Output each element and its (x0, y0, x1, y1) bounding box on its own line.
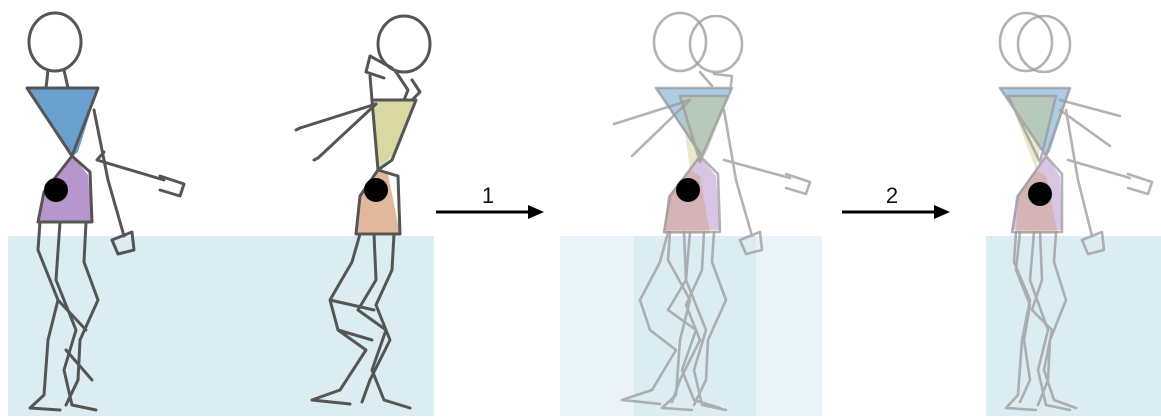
head-shape-front (654, 13, 706, 71)
step-arrow-1: 1 (436, 183, 544, 219)
center-of-gravity-dot (676, 178, 700, 202)
arrow-head (934, 205, 950, 219)
ground-plane-overlay-2 (986, 236, 1161, 416)
step-label: 1 (482, 183, 494, 208)
neck-line (46, 70, 68, 88)
arrow-head (528, 205, 544, 219)
arm-lines (1060, 100, 1152, 254)
head-shape-side (690, 16, 742, 72)
center-of-gravity-dot (1028, 182, 1052, 206)
center-of-gravity-dot (364, 178, 388, 202)
ribcage-shape (27, 88, 98, 156)
neck-line (366, 56, 420, 100)
step-arrow-2: 2 (842, 183, 950, 219)
center-of-gravity-dot (44, 178, 68, 202)
step-label: 2 (886, 183, 898, 208)
head-shape (29, 13, 81, 71)
arm-lines (296, 76, 376, 160)
ground-plane-front (8, 236, 434, 416)
arm-left (94, 110, 134, 254)
